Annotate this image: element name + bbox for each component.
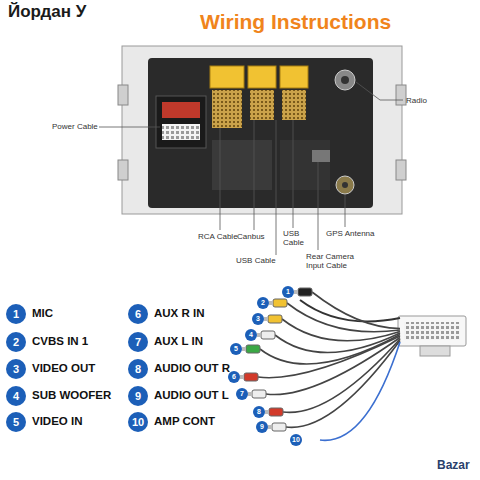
- legend-text: AUX R IN: [154, 307, 204, 319]
- legend-text: AUDIO OUT L: [154, 389, 229, 401]
- callout-number: 2: [257, 297, 269, 309]
- callout-number: 7: [236, 388, 248, 400]
- legend-number: 1: [6, 304, 26, 324]
- legend-number: 5: [6, 412, 26, 432]
- wire-harness: [240, 288, 466, 440]
- legend-text: CVBS IN 1: [32, 335, 88, 347]
- legend-text: AUDIO OUT R: [154, 362, 230, 374]
- legend-number: 6: [128, 304, 148, 324]
- callout-number: 10: [290, 434, 302, 446]
- leader-lines: [99, 82, 403, 255]
- legend-number: 7: [128, 332, 148, 352]
- part-name: USB Cable: [283, 229, 303, 247]
- callout-number: 9: [256, 421, 268, 433]
- part-name: Canbus: [237, 232, 265, 241]
- watermark: Йордан У: [8, 2, 86, 22]
- legend-number: 3: [6, 359, 26, 379]
- part-name: Radio: [406, 96, 427, 105]
- legend-text: VIDEO OUT: [32, 362, 95, 374]
- legend-number: 8: [128, 359, 148, 379]
- head-unit: [118, 46, 406, 214]
- callout-number: 5: [230, 343, 242, 355]
- part-name: Rear Camera Input Cable: [306, 252, 366, 270]
- part-name: Power Cable: [52, 122, 98, 131]
- part-name: RCA Cable: [198, 232, 238, 241]
- legend-text: VIDEO IN: [32, 415, 82, 427]
- part-name: USB Cable: [236, 256, 276, 265]
- legend-text: SUB WOOFER: [32, 389, 111, 401]
- legend-number: 10: [128, 412, 148, 432]
- part-name: GPS Antenna: [326, 229, 374, 238]
- watermark: Bazar: [437, 458, 470, 472]
- legend-text: MIC: [32, 307, 53, 319]
- legend-number: 9: [128, 386, 148, 406]
- callout-number: 3: [252, 313, 264, 325]
- title: Wiring Instructions: [200, 10, 391, 34]
- legend-number: 4: [6, 386, 26, 406]
- legend-text: AUX L IN: [154, 335, 203, 347]
- callout-number: 1: [282, 286, 294, 298]
- callout-number: 6: [228, 371, 240, 383]
- legend-number: 2: [6, 332, 26, 352]
- callout-number: 4: [245, 329, 257, 341]
- legend-text: AMP CONT: [154, 415, 215, 427]
- callout-number: 8: [253, 406, 265, 418]
